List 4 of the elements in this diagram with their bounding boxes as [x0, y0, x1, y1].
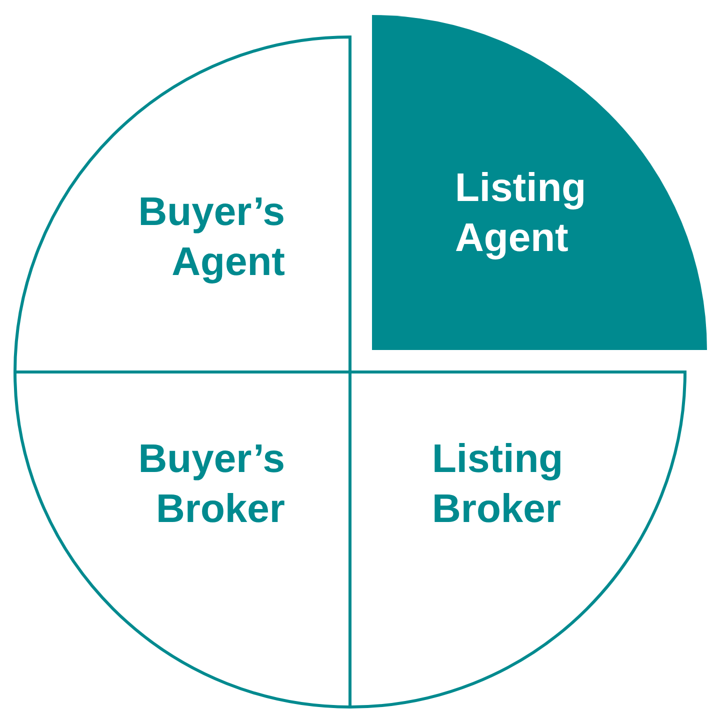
quadrant-label: Buyer’s Agent [137, 189, 285, 286]
quadrant-label: Buyer’s Broker [137, 436, 285, 533]
quadrant-label: Listing Broker [432, 436, 564, 533]
quadrant-label: Listing Agent [455, 165, 588, 262]
